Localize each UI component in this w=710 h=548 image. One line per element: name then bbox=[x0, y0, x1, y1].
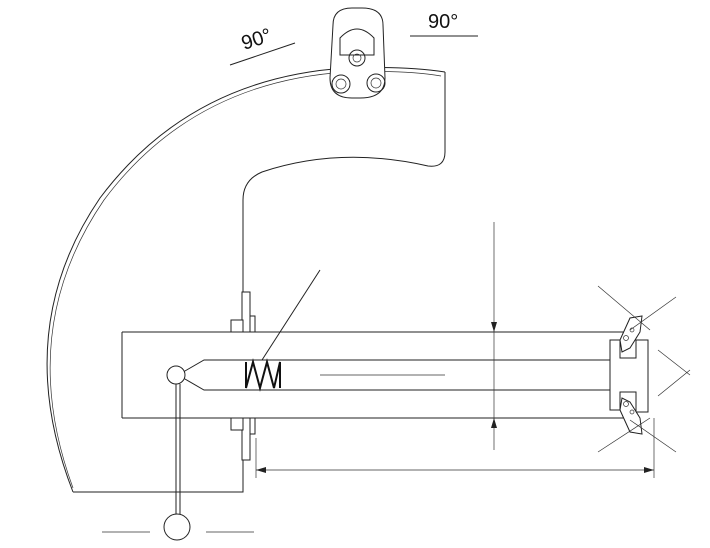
angle-right-label: 90° bbox=[428, 11, 458, 33]
horizontal-dimension bbox=[255, 418, 655, 478]
angle-right-annotation: 90° bbox=[410, 11, 478, 37]
pivot-pin bbox=[166, 365, 186, 385]
bearing-left bbox=[331, 74, 351, 94]
spring-leader bbox=[261, 269, 321, 361]
bearing-top bbox=[348, 49, 366, 67]
angle-left-annotation: 90° bbox=[229, 24, 296, 66]
angle-left-label: 90° bbox=[239, 24, 275, 54]
top-bracket bbox=[329, 7, 386, 99]
pendulum bbox=[102, 365, 254, 541]
lower-jaw bbox=[619, 397, 643, 435]
flange bbox=[230, 291, 256, 461]
bearing-right bbox=[366, 73, 386, 93]
spring bbox=[245, 269, 321, 392]
pendulum-weight bbox=[163, 513, 191, 541]
jaw-assembly bbox=[597, 285, 691, 453]
vertical-dimension bbox=[491, 222, 497, 450]
piston-rod bbox=[177, 359, 610, 391]
